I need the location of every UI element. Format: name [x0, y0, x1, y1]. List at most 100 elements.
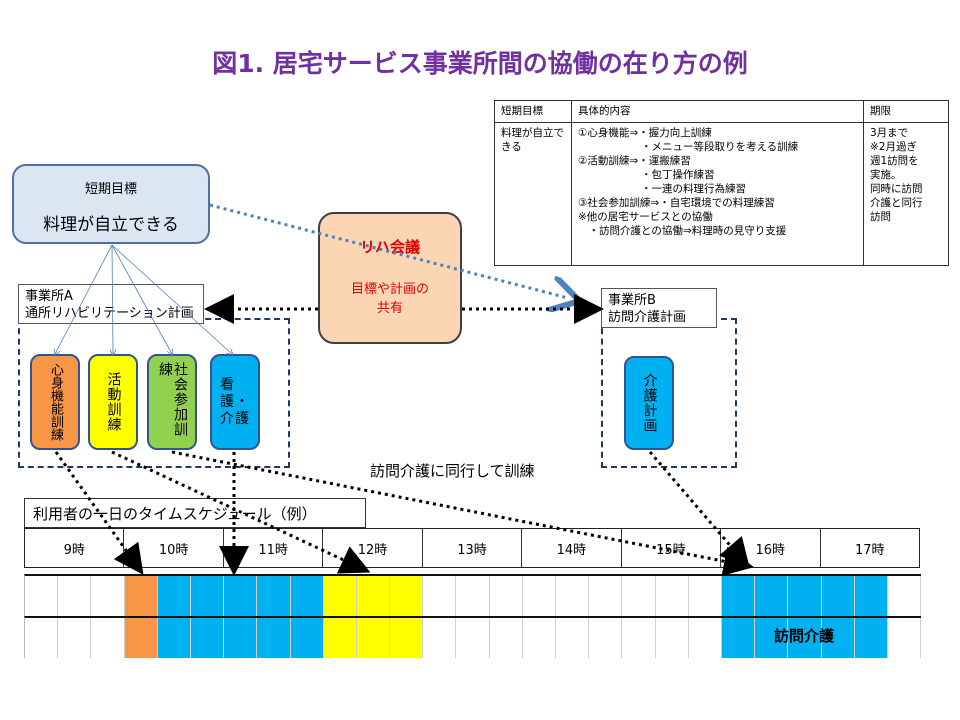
schedule-slot	[622, 576, 656, 616]
deadline-line: 訪問	[870, 211, 891, 223]
schedule-slot	[755, 618, 789, 658]
schedule-slot	[888, 618, 922, 658]
schedule-slot	[157, 576, 191, 616]
schedule-slot	[556, 576, 590, 616]
office-b-line2: 訪問介護計画	[608, 310, 687, 325]
schedule-slot	[390, 618, 424, 658]
schedule-slot	[490, 618, 523, 658]
schedule-slot	[58, 618, 92, 658]
schedule-slot	[356, 576, 391, 616]
table-header-deadline: 期限	[863, 100, 949, 123]
office-b-label: 事業所B 訪問介護計画	[601, 288, 717, 328]
table-cell-content: ①心身機能⇒・握力向上訓練 ・メニュー等段取りを考える訓練 ②活動訓練⇒・運搬練…	[571, 122, 864, 266]
schedule-slot	[721, 618, 756, 658]
schedule-row-2	[24, 616, 922, 658]
schedule-slot	[124, 576, 158, 616]
schedule-slot	[888, 576, 922, 616]
schedule-slot	[323, 576, 357, 616]
rehab-meeting-subtitle-line: 目標や計画の	[350, 282, 429, 297]
schedule-slot	[257, 576, 291, 616]
content-line: ③社会参加訓練⇒・自宅環境での料理練習	[578, 197, 775, 209]
schedule-hour-cell: 15時	[622, 529, 722, 567]
schedule-slot	[390, 576, 424, 616]
training-box-social: 社会参加訓練	[147, 354, 197, 450]
office-a-line1: 事業所A	[25, 289, 73, 304]
deadline-line: 同時に訪問	[870, 183, 923, 195]
schedule-slot	[556, 618, 590, 658]
schedule-slot	[456, 618, 490, 658]
schedule-slot	[656, 576, 689, 616]
schedule-row-1	[24, 574, 922, 616]
rehab-meeting-subtitle: 目標や計画の 共有	[320, 280, 460, 318]
table-cell-deadline: 3月まで ※2月過ぎ 週1訪問を 実施。 同時に訪問 介護と同行 訪問	[863, 122, 949, 266]
schedule-slot	[190, 576, 225, 616]
deadline-line: 週1訪問を	[870, 155, 919, 167]
schedule-slot	[490, 576, 523, 616]
schedule-slot	[91, 618, 125, 658]
schedule-slot	[689, 618, 722, 658]
content-line: ※他の居宅サービスとの協働	[578, 211, 713, 223]
table-header-goal: 短期目標	[494, 100, 572, 123]
rehab-meeting-box: リハ会議 目標や計画の 共有	[318, 212, 462, 344]
schedule-hour-cell: 16時	[721, 529, 821, 567]
goal-detail-table: 短期目標 具体的内容 期限 料理が自立できる ①心身機能⇒・握力向上訓練 ・メニ…	[494, 100, 949, 266]
schedule-slot	[290, 618, 324, 658]
schedule-hour-cell: 10時	[124, 529, 224, 567]
content-line: ①心身機能⇒・握力向上訓練	[578, 127, 712, 139]
content-line: ・メニュー等段取りを考える訓練	[578, 141, 799, 153]
content-line: ・訪問介護との協働⇒料理時の見守り支援	[578, 225, 787, 237]
page-title: 図1. 居宅サービス事業所間の協働の在り方の例	[212, 49, 748, 78]
schedule-slot	[788, 618, 822, 658]
rehab-meeting-subtitle-line: 共有	[376, 301, 403, 316]
deadline-line: 介護と同行	[870, 197, 923, 209]
schedule-slot	[622, 618, 656, 658]
schedule-slot	[25, 618, 59, 658]
schedule-slot	[721, 576, 756, 616]
content-line: ②活動訓練⇒・運搬練習	[578, 155, 691, 167]
accompany-caption: 訪問介護に同行して訓練	[370, 462, 535, 480]
schedule-slot	[656, 618, 689, 658]
schedule-slot	[224, 618, 258, 658]
schedule-slot	[290, 576, 324, 616]
schedule-slot	[423, 618, 457, 658]
care-plan-box: 介護計画	[624, 356, 674, 450]
office-a-line2: 通所リハビリテーション計画	[25, 306, 194, 321]
schedule-slot	[356, 618, 391, 658]
schedule-slot	[323, 618, 357, 658]
schedule-slot	[523, 576, 556, 616]
schedule-slot	[257, 618, 291, 658]
schedule-slot	[589, 618, 623, 658]
goal-label: 短期目標	[84, 182, 137, 197]
schedule-slot	[821, 576, 855, 616]
schedule-slot	[523, 618, 556, 658]
schedule-slot	[25, 576, 59, 616]
schedule-hour-cell: 13時	[423, 529, 523, 567]
schedule-slot	[854, 576, 888, 616]
schedule-slot	[190, 618, 225, 658]
content-line: ・一連の料理行為練習	[578, 183, 746, 195]
schedule-slot	[456, 576, 490, 616]
schedule-slot	[423, 576, 457, 616]
short-term-goal-box: 短期目標 料理が自立できる	[12, 164, 210, 244]
schedule-slot	[589, 576, 623, 616]
schedule-hour-cell: 14時	[522, 529, 622, 567]
schedule-slot	[224, 576, 258, 616]
training-box-mind-body: 心身機能訓練	[30, 354, 80, 450]
schedule-hour-cell: 12時	[323, 529, 423, 567]
rehab-meeting-title: リハ会議	[359, 238, 420, 256]
schedule-slot	[58, 576, 92, 616]
visit-care-label: 訪問介護	[774, 627, 835, 645]
deadline-line: 実施。	[870, 169, 902, 181]
office-b-line1: 事業所B	[608, 293, 656, 308]
goal-text: 料理が自立できる	[43, 215, 179, 235]
training-box-nursing: 看護・介護	[210, 354, 260, 450]
schedule-hour-cell: 11時	[224, 529, 324, 567]
schedule-slot	[157, 618, 191, 658]
table-header-content: 具体的内容	[571, 100, 864, 123]
content-line: ・包丁操作練習	[578, 169, 715, 181]
schedule-hour-cell: 9時	[25, 529, 125, 567]
office-a-label: 事業所A 通所リハビリテーション計画	[18, 284, 204, 324]
training-box-activity: 活動訓練	[88, 354, 138, 450]
deadline-line: ※2月過ぎ	[870, 141, 917, 153]
